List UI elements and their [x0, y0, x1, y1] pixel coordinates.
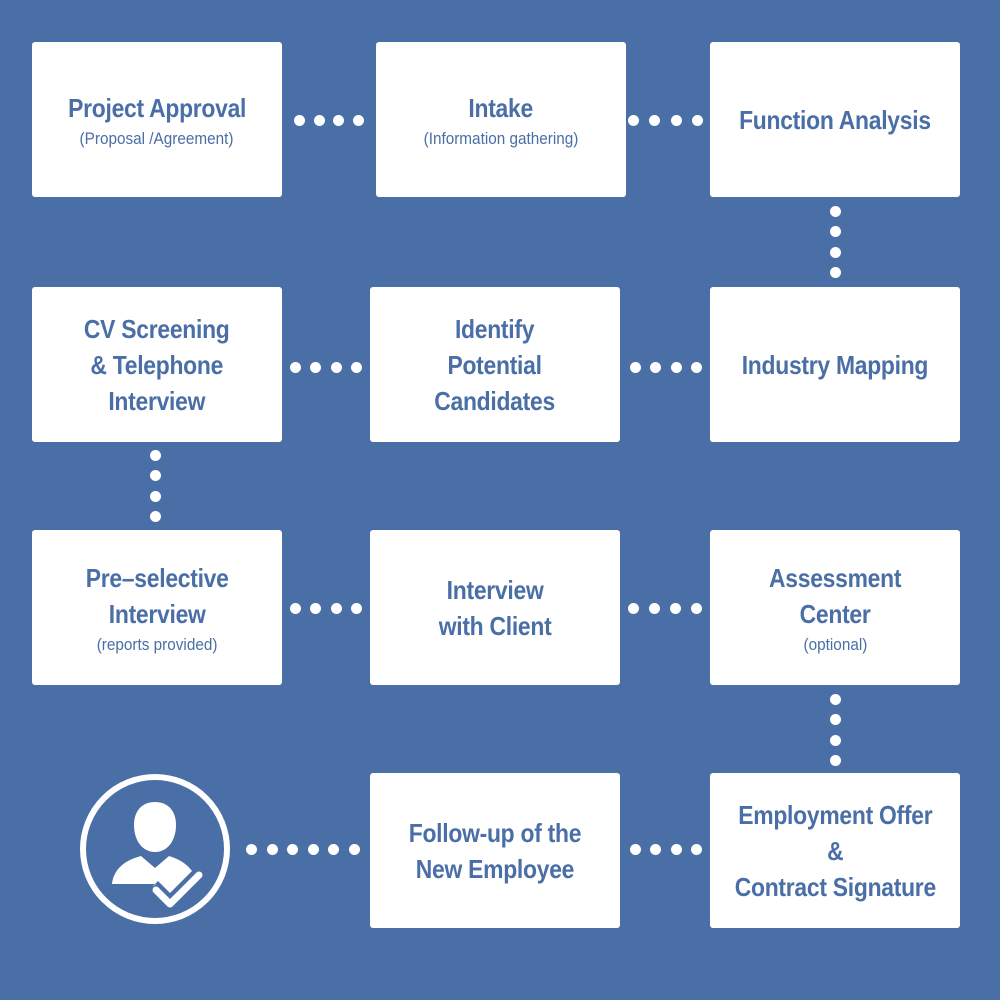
connector-dot	[294, 114, 305, 126]
connector-dot	[630, 843, 641, 855]
step-title: Employment Offer & Contract Signature	[734, 799, 936, 902]
step-title: Industry Mapping	[741, 349, 929, 380]
step-title: Pre–selective Interview	[85, 562, 229, 629]
connector-dot	[630, 361, 641, 373]
connector-dot	[829, 694, 841, 705]
step-title: Follow-up of the New Employee	[408, 817, 582, 884]
connector-dot	[333, 114, 345, 126]
connector-dot	[690, 361, 702, 373]
step-follow-up: Follow-up of the New Employee	[370, 773, 620, 928]
connector-approval-intake	[294, 114, 364, 126]
connector-dot	[691, 602, 702, 614]
connector-dot	[266, 843, 278, 855]
connector-dot	[149, 510, 161, 522]
connector-dot	[650, 361, 662, 373]
step-project-approval: Project Approval (Proposal /Agreement)	[32, 42, 282, 197]
connector-cv-preselective	[149, 450, 161, 522]
connector-client-assessment	[628, 602, 702, 614]
step-identify-candidates: Identify Potential Candidates	[370, 287, 620, 442]
step-subtitle: (optional)	[803, 634, 867, 654]
connector-dot	[829, 754, 841, 766]
connector-identify-mapping	[630, 361, 702, 373]
step-title: CV Screening & Telephone Interview	[84, 313, 230, 416]
connector-dot	[149, 450, 161, 461]
connector-dot	[829, 246, 841, 258]
step-subtitle: (reports provided)	[96, 634, 218, 654]
connector-preselective-client	[290, 602, 362, 614]
step-title: Assessment Center	[768, 562, 902, 629]
connector-dot	[690, 843, 702, 855]
connector-dot	[670, 114, 682, 126]
connector-dot	[829, 734, 841, 746]
connector-dot	[307, 843, 319, 855]
connector-dot	[290, 361, 301, 373]
connector-dot	[670, 361, 682, 373]
connector-dot	[310, 361, 322, 373]
connector-dot	[149, 470, 161, 482]
connector-dot	[670, 843, 682, 855]
connector-intake-function	[628, 114, 703, 126]
connector-dot	[650, 843, 662, 855]
connector-dot	[246, 843, 257, 855]
connector-dot	[649, 602, 660, 614]
connector-dot	[313, 114, 325, 126]
connector-dot	[350, 602, 362, 614]
connector-dot	[670, 602, 681, 614]
step-title: Intake	[468, 92, 534, 123]
step-title: Function Analysis	[739, 104, 931, 135]
connector-function-mapping	[829, 206, 841, 278]
step-employment-offer: Employment Offer & Contract Signature	[710, 773, 960, 928]
step-subtitle: (Information gathering)	[423, 128, 579, 148]
connector-avatar-followup	[246, 843, 360, 855]
connector-dot	[829, 226, 841, 238]
step-interview-with-client: Interview with Client	[370, 530, 620, 685]
connector-dot	[628, 602, 639, 614]
connector-dot	[310, 602, 322, 614]
step-assessment-center: Assessment Center (optional)	[710, 530, 960, 685]
step-cv-screening: CV Screening & Telephone Interview	[32, 287, 282, 442]
connector-cv-identify	[290, 361, 362, 373]
connector-dot	[691, 114, 703, 126]
step-industry-mapping: Industry Mapping	[710, 287, 960, 442]
connector-dot	[348, 843, 360, 855]
connector-dot	[829, 266, 841, 278]
connector-dot	[649, 114, 661, 126]
step-subtitle: (Proposal /Agreement)	[80, 128, 234, 148]
step-title: Interview with Client	[438, 574, 552, 641]
connector-dot	[330, 361, 342, 373]
connector-dot	[330, 602, 342, 614]
connector-dot	[290, 602, 301, 614]
step-function-analysis: Function Analysis	[710, 42, 960, 197]
connector-dot	[287, 843, 299, 855]
connector-dot	[149, 490, 161, 502]
connector-dot	[829, 206, 841, 217]
connector-dot	[328, 843, 340, 855]
connector-dot	[350, 361, 362, 373]
connector-followup-offer	[630, 843, 702, 855]
connector-dot	[829, 714, 841, 726]
connector-assessment-offer	[829, 694, 841, 766]
step-pre-selective-interview: Pre–selective Interview (reports provide…	[32, 530, 282, 685]
step-title: Project Approval	[67, 92, 247, 123]
step-intake: Intake (Information gathering)	[376, 42, 626, 197]
connector-dot	[352, 114, 364, 126]
user-check-icon	[78, 772, 232, 926]
connector-dot	[628, 114, 639, 126]
step-title: Identify Potential Candidates	[434, 313, 556, 416]
